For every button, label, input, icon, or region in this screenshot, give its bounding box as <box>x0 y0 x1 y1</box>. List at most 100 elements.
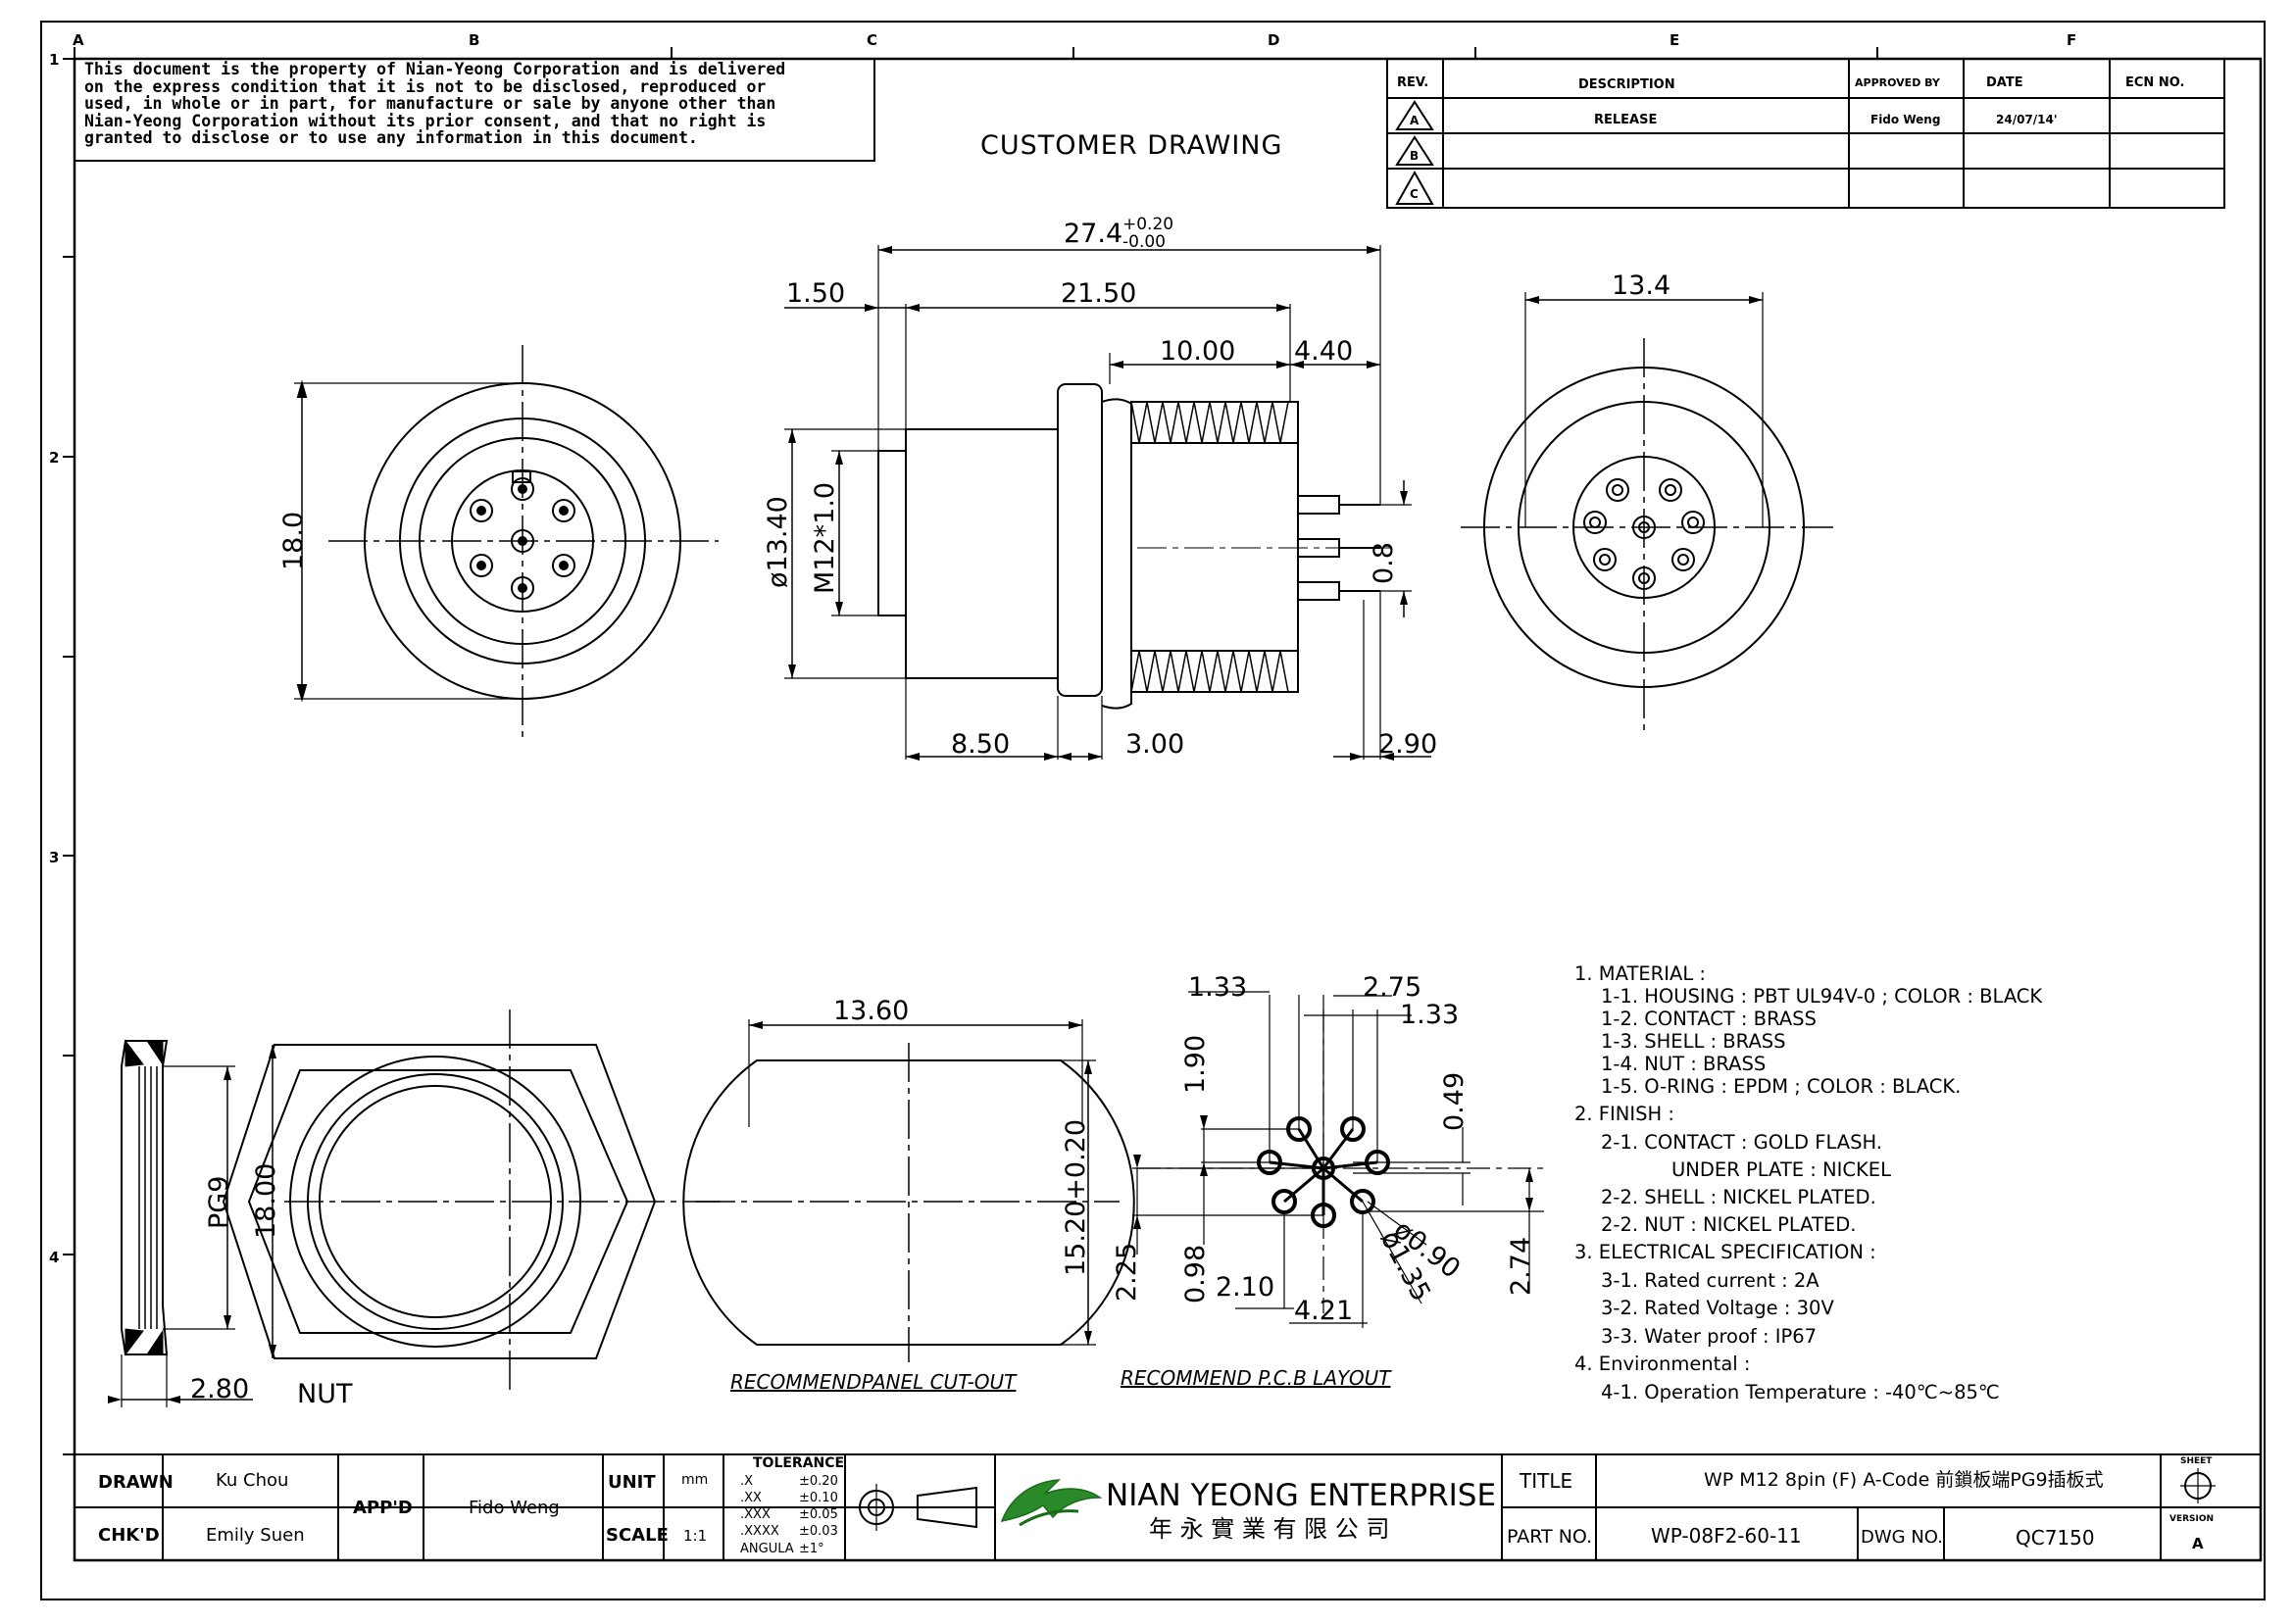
date-header: DATE <box>1986 75 2023 90</box>
outer-frame <box>41 22 2265 1599</box>
dim-m12-thread: M12*1.0 <box>810 482 840 594</box>
note-line: 4. Environmental : <box>1574 1353 1750 1375</box>
company-name-en: NIAN YEONG ENTERPRISE <box>1106 1478 1496 1513</box>
dim-overall-tol-plus: +0.20 <box>1122 215 1173 234</box>
dim-2-90: 2.90 <box>1378 729 1437 760</box>
zone-e: E <box>1670 31 1679 49</box>
note-line: 4-1. Operation Temperature : -40℃~85℃ <box>1601 1381 2000 1403</box>
note-line: 1-3. SHELL : BRASS <box>1601 1030 1786 1053</box>
note-line: 1-2. CONTACT : BRASS <box>1601 1008 1817 1030</box>
inner-frame <box>75 59 2261 1560</box>
chkd-value: Emily Suen <box>206 1525 305 1546</box>
dim-1-50: 1.50 <box>786 278 845 309</box>
dim-pcb-2-74: 2.74 <box>1506 1237 1536 1296</box>
part-no-value: WP-08F2-60-11 <box>1651 1524 1802 1548</box>
sheet-label: SHEET <box>2180 1456 2213 1466</box>
dim-4-40: 4.40 <box>1294 336 1353 367</box>
dim-cutout-13-60: 13.60 <box>833 996 909 1026</box>
zone-d: D <box>1268 31 1279 49</box>
zone-ticks <box>63 47 1877 1454</box>
dim-3-00: 3.00 <box>1125 729 1184 760</box>
appd-label: APP'D <box>353 1498 413 1518</box>
dim-nut-2-80: 2.80 <box>190 1374 249 1404</box>
approved-by-header: APPROVED BY <box>1855 76 1941 89</box>
zone-4: 4 <box>49 1249 59 1266</box>
rev-a-description: RELEASE <box>1594 113 1657 127</box>
pcb-layout <box>1132 992 1544 1328</box>
panel-cutout <box>683 1019 1134 1362</box>
scale-label: SCALE <box>606 1525 669 1546</box>
note-line: 1. MATERIAL : <box>1574 962 1706 985</box>
dwg-no-value: QC7150 <box>2016 1526 2095 1550</box>
zone-f: F <box>2067 31 2076 49</box>
zone-1: 1 <box>49 51 59 69</box>
tol-value: ±0.05 <box>799 1507 838 1522</box>
rev-a-letter: A <box>1410 114 1420 127</box>
dim-0-8: 0.8 <box>1369 542 1399 584</box>
heading-customer-drawing: CUSTOMER DRAWING <box>980 130 1282 161</box>
description-header: DESCRIPTION <box>1578 77 1675 92</box>
dim-pcb-1-33-a: 1.33 <box>1188 972 1247 1003</box>
dim-pcb-2-10: 2.10 <box>1216 1272 1274 1303</box>
dim-overall: 27.4 <box>1064 219 1122 249</box>
dim-nut-18-00: 18.00 <box>251 1163 281 1239</box>
material-notes: 1. MATERIAL : 1-1. HOUSING : PBT UL94V-0… <box>1574 962 2043 1403</box>
note-line: 2-1. CONTACT : GOLD FLASH. <box>1601 1131 1882 1154</box>
rev-a-approver: Fido Weng <box>1870 113 1940 126</box>
ecn-header: ECN NO. <box>2125 75 2184 90</box>
dim-pcb-1-90: 1.90 <box>1180 1035 1211 1094</box>
rev-b-letter: B <box>1410 149 1419 163</box>
dim-rear-13-4: 13.4 <box>1612 271 1670 301</box>
dim-pcb-2-25: 2.25 <box>1112 1243 1142 1302</box>
tol-key: ANGULA <box>740 1542 794 1556</box>
drawn-value: Ku Chou <box>216 1470 288 1491</box>
dim-8-50: 8.50 <box>951 729 1010 760</box>
tol-key: .XXXX <box>740 1524 779 1539</box>
chkd-label: CHK'D <box>98 1525 160 1546</box>
front-view <box>294 345 719 740</box>
tol-value: ±1° <box>799 1542 824 1556</box>
note-line: 2-2. SHELL : NICKEL PLATED. <box>1601 1186 1876 1208</box>
dim-dia-13-40: ø13.40 <box>763 496 793 588</box>
tolerance-label: TOLERANCE <box>753 1455 844 1471</box>
unit-label: UNIT <box>608 1472 656 1493</box>
company-logo <box>1002 1480 1100 1525</box>
zone-2: 2 <box>49 449 59 467</box>
nut-front <box>224 1009 721 1392</box>
unit-value: mm <box>681 1472 708 1488</box>
appd-value: Fido Weng <box>469 1498 560 1518</box>
dim-pg9: PG9 <box>204 1176 234 1229</box>
note-line: 2. FINISH : <box>1574 1103 1674 1125</box>
pcb-label: RECOMMEND P.C.B LAYOUT <box>1121 1366 1392 1390</box>
dim-pcb-4-21: 4.21 <box>1294 1296 1353 1326</box>
note-line: 3-2. Rated Voltage : 30V <box>1601 1297 1834 1319</box>
note-line: 3. ELECTRICAL SPECIFICATION : <box>1574 1241 1876 1263</box>
side-view <box>784 245 1431 761</box>
dim-pcb-2-75: 2.75 <box>1363 972 1421 1003</box>
nut-section <box>108 1041 253 1407</box>
version-label: VERSION <box>2169 1514 2214 1524</box>
title-block <box>75 1454 2261 1560</box>
tol-value: ±0.20 <box>799 1474 838 1489</box>
note-line: 1-5. O-RING : EPDM ; COLOR : BLACK. <box>1601 1075 1961 1098</box>
zone-letters: A B C D E F 1 2 3 4 <box>49 31 2076 1266</box>
dim-overall-tol-minus: -0.00 <box>1122 232 1166 252</box>
dim-21-50: 21.50 <box>1061 278 1136 309</box>
rear-view <box>1461 292 1833 730</box>
tol-key: .XXX <box>740 1507 771 1522</box>
dim-pcb-0-98: 0.98 <box>1180 1245 1211 1304</box>
nut-label: NUT <box>297 1379 353 1409</box>
title-value: WP M12 8pin (F) A-Code 前鎖板端PG9插板式 <box>1704 1469 2104 1491</box>
cutout-label: RECOMMENDPANEL CUT-OUT <box>730 1370 1018 1394</box>
rev-header: REV. <box>1397 75 1428 90</box>
tol-key: .X <box>740 1474 753 1489</box>
zone-3: 3 <box>49 849 59 866</box>
note-line: 3-1. Rated current : 2A <box>1601 1269 1819 1292</box>
dim-pcb-0-49: 0.49 <box>1439 1072 1470 1131</box>
revision-table <box>1387 59 2224 208</box>
drawn-label: DRAWN <box>98 1472 174 1493</box>
scale-value: 1:1 <box>683 1527 707 1545</box>
note-line: UNDER PLATE : NICKEL <box>1671 1158 1891 1181</box>
